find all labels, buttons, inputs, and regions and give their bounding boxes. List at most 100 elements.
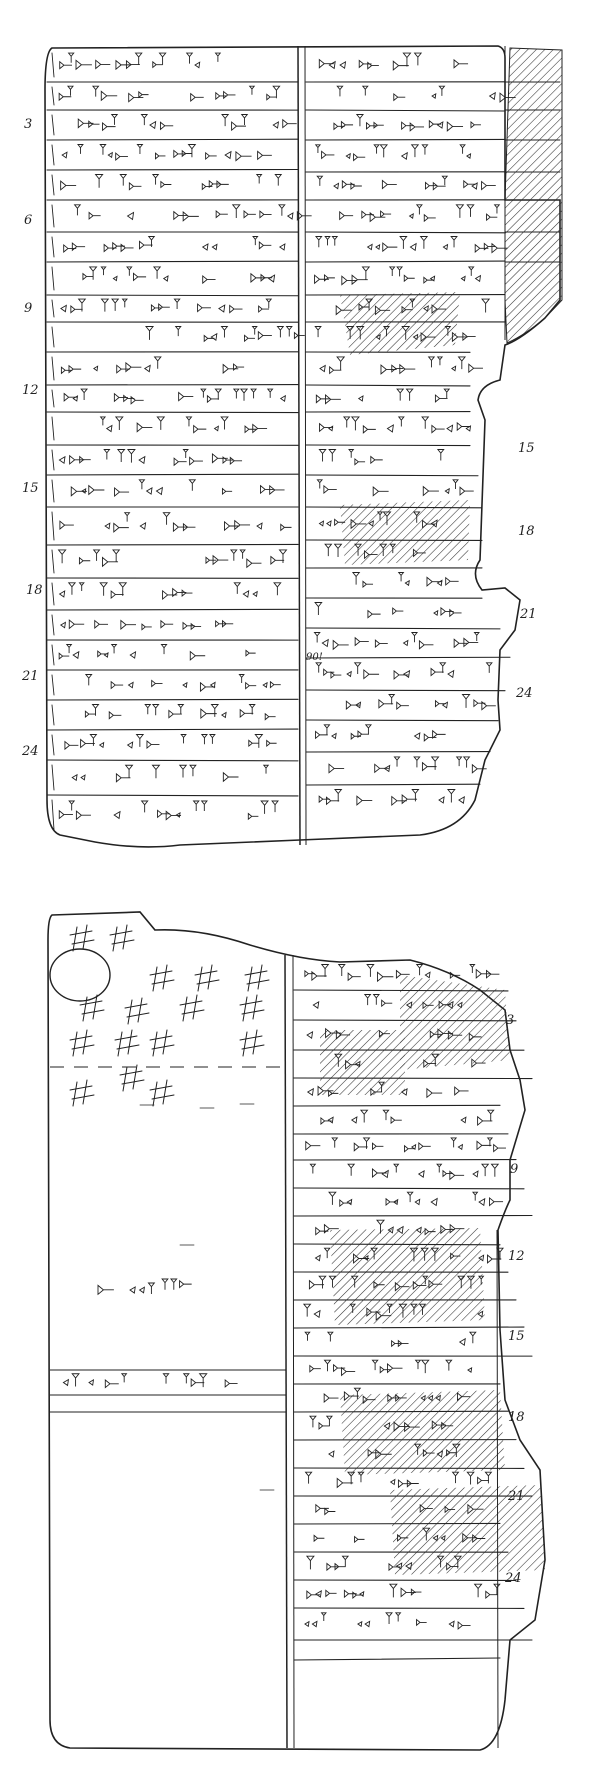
cuneiform-wedge — [96, 175, 103, 188]
cuneiform-wedge — [85, 711, 95, 717]
cuneiform-wedge — [363, 581, 373, 587]
cuneiform-wedge — [355, 1537, 365, 1543]
cuneiform-wedge — [283, 120, 297, 128]
cuneiform-wedge — [69, 801, 74, 810]
cuneiform-wedge — [381, 211, 392, 217]
cuneiform-wedge — [242, 115, 248, 125]
cuneiform-wedge — [308, 1089, 314, 1096]
cuneiform-wedge — [383, 243, 398, 251]
obverse-right-ruling — [306, 784, 480, 785]
obverse-row-start-stroke — [52, 145, 54, 165]
cuneiform-wedge — [59, 550, 66, 563]
obverse-right-ruling — [306, 628, 500, 629]
cuneiform-wedge — [382, 1171, 388, 1178]
cuneiform-wedge — [100, 743, 104, 748]
cuneiform-wedge — [270, 486, 285, 494]
cuneiform-wedge — [476, 970, 491, 978]
cuneiform-wedge — [102, 299, 109, 312]
erased-mark-stroke — [152, 980, 174, 984]
cuneiform-wedge — [314, 1535, 324, 1541]
cuneiform-wedge — [453, 1472, 459, 1483]
cuneiform-wedge — [267, 740, 277, 746]
cuneiform-wedge — [171, 1279, 177, 1290]
cuneiform-wedge — [140, 523, 145, 529]
erased-mark-stroke — [80, 1001, 102, 1005]
cuneiform-wedge — [424, 734, 436, 741]
cuneiform-wedge — [316, 1505, 329, 1512]
cuneiform-wedge — [425, 972, 430, 977]
cuneiform-wedge — [153, 705, 159, 716]
cuneiform-wedge — [118, 450, 125, 463]
cuneiform-wedge — [450, 1171, 464, 1179]
cuneiform-wedge — [312, 972, 327, 980]
cuneiform-wedge — [349, 450, 353, 458]
cuneiform-wedge — [261, 801, 268, 814]
obverse-line-number-24: 24 — [21, 744, 39, 759]
obverse-line-number-15: 15 — [22, 481, 39, 496]
cuneiform-wedge — [421, 237, 428, 249]
cuneiform-wedge — [59, 653, 69, 659]
cuneiform-wedge — [360, 1592, 364, 1596]
cuneiform-wedge — [155, 357, 161, 369]
cuneiform-wedge — [386, 1613, 392, 1624]
cuneiform-wedge — [156, 488, 162, 495]
obverse-right-ruling — [306, 261, 505, 262]
cuneiform-wedge — [325, 1248, 330, 1258]
cuneiform-wedge — [319, 450, 325, 462]
cuneiform-wedge — [71, 306, 83, 313]
erased-mark-stroke — [72, 940, 94, 944]
cuneiform-wedge — [327, 1563, 339, 1570]
cuneiform-wedge — [129, 93, 144, 101]
erased-mark-stroke — [182, 1010, 204, 1014]
cuneiform-wedge — [405, 581, 409, 586]
reverse-line-number-15: 15 — [508, 1329, 525, 1344]
cuneiform-wedge — [368, 611, 381, 618]
cuneiform-wedge — [219, 305, 225, 312]
cuneiform-wedge — [287, 327, 292, 337]
cuneiform-wedge — [224, 92, 236, 99]
cuneiform-wedge — [179, 392, 194, 400]
cuneiform-wedge — [116, 774, 130, 782]
cuneiform-wedge — [260, 211, 272, 218]
cuneiform-wedge — [159, 53, 165, 65]
cuneiform-wedge — [365, 995, 371, 1006]
cuneiform-wedge — [116, 417, 123, 430]
cuneiform-wedge — [191, 624, 201, 630]
cuneiform-wedge — [475, 1584, 482, 1597]
erased-mark-stroke — [125, 1004, 147, 1008]
cuneiform-wedge — [354, 154, 366, 161]
cuneiform-wedge — [174, 458, 187, 465]
cuneiform-wedge — [216, 53, 221, 62]
obverse-row-start-stroke — [52, 87, 54, 105]
cuneiform-wedge — [248, 814, 258, 820]
cuneiform-wedge — [60, 521, 74, 529]
reverse-damage-4 — [340, 1390, 505, 1475]
reverse-line-number-21: 21 — [507, 1489, 525, 1504]
obverse-right-line-number-24: 24 — [515, 686, 533, 701]
cuneiform-wedge — [90, 735, 96, 746]
cuneiform-wedge — [253, 592, 257, 597]
cuneiform-wedge — [89, 212, 101, 218]
cuneiform-wedge — [180, 765, 187, 777]
obverse-tablet: 3 6 9 12 15 18 21 24 15 18 21 24 90! — [21, 46, 562, 847]
cuneiform-wedge — [176, 813, 180, 817]
cuneiform-wedge — [433, 183, 445, 190]
cuneiform-wedge — [281, 396, 286, 401]
cuneiform-wedge — [258, 151, 272, 159]
cuneiform-wedge — [142, 624, 152, 630]
obverse-row-start-stroke — [52, 765, 54, 790]
cuneiform-wedge — [147, 488, 152, 494]
cuneiform-wedge — [467, 154, 471, 158]
cuneiform-wedge — [268, 389, 273, 398]
cuneiform-wedge — [130, 1287, 135, 1293]
cuneiform-wedge — [478, 1117, 493, 1125]
cuneiform-wedge — [117, 365, 130, 372]
erased-mark-stroke — [197, 980, 219, 984]
erased-mark-stroke — [240, 1001, 262, 1005]
cuneiform-wedge — [121, 620, 136, 629]
cuneiform-wedge — [81, 775, 85, 780]
cuneiform-wedge — [194, 426, 207, 433]
cuneiform-wedge — [245, 335, 255, 341]
cuneiform-wedge — [116, 61, 131, 70]
cuneiform-wedge — [142, 801, 148, 812]
